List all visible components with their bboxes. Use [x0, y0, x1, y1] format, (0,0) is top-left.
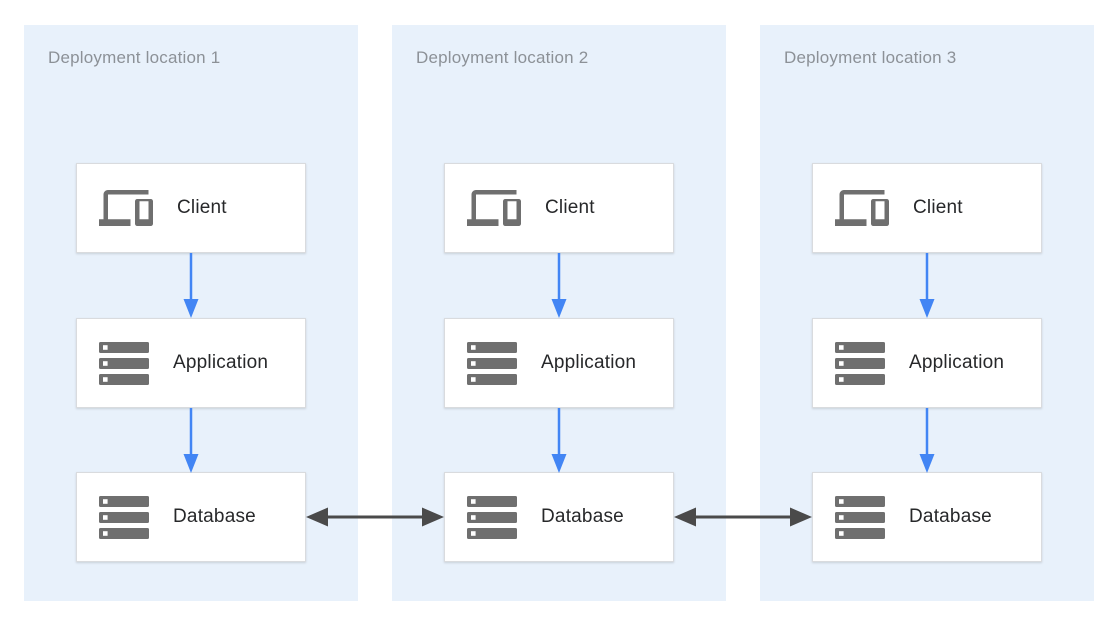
server-stack-icon: [99, 341, 149, 385]
deployment-panel-1: Deployment location 1 Client Application…: [24, 25, 358, 601]
panel-title: Deployment location 2: [416, 48, 589, 67]
down-arrow-application-database-3: [919, 408, 935, 473]
devices-icon: [467, 181, 521, 235]
devices-icon: [99, 181, 153, 235]
application-node: Application: [812, 318, 1042, 408]
node-label: Database: [909, 506, 992, 527]
database-node: Database: [444, 472, 674, 562]
database-node: Database: [76, 472, 306, 562]
down-arrow-application-database-1: [183, 408, 199, 473]
database-node: Database: [812, 472, 1042, 562]
down-arrow-client-application-3: [919, 253, 935, 318]
panel-title: Deployment location 3: [784, 48, 957, 67]
node-label: Client: [177, 197, 227, 218]
down-arrow-application-database-2: [551, 408, 567, 473]
devices-icon: [835, 181, 889, 235]
client-node: Client: [812, 163, 1042, 253]
node-label: Database: [541, 506, 624, 527]
application-node: Application: [76, 318, 306, 408]
node-label: Client: [545, 197, 595, 218]
down-arrow-client-application-2: [551, 253, 567, 318]
server-stack-icon: [467, 495, 517, 539]
client-node: Client: [444, 163, 674, 253]
node-label: Application: [909, 352, 1005, 373]
node-label: Database: [173, 506, 256, 527]
client-node: Client: [76, 163, 306, 253]
node-label: Application: [173, 352, 269, 373]
server-stack-icon: [835, 341, 885, 385]
node-label: Client: [913, 197, 963, 218]
bidirectional-arrow-database-2-3: [674, 507, 812, 527]
server-stack-icon: [835, 495, 885, 539]
server-stack-icon: [467, 341, 517, 385]
down-arrow-client-application-1: [183, 253, 199, 318]
server-stack-icon: [99, 495, 149, 539]
application-node: Application: [444, 318, 674, 408]
node-label: Application: [541, 352, 637, 373]
panel-title: Deployment location 1: [48, 48, 221, 67]
bidirectional-arrow-database-1-2: [306, 507, 444, 527]
